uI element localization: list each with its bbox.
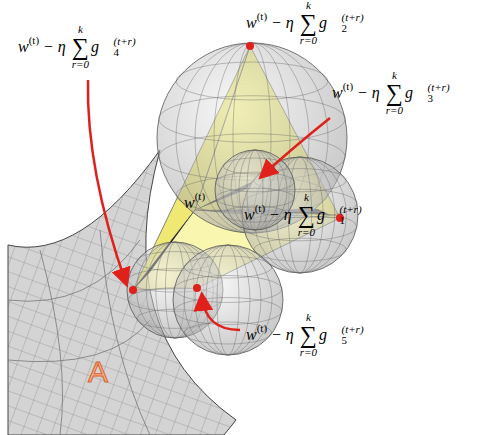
mesh-line xyxy=(206,245,250,355)
minus-eta: − η xyxy=(271,14,294,32)
sum-group: k∑r=0 xyxy=(386,70,403,116)
mesh-line xyxy=(216,172,294,192)
gradient-indices: (t+r)3 xyxy=(427,82,449,104)
leader-arrows xyxy=(88,80,330,330)
superscript: (t) xyxy=(29,34,39,46)
sphere xyxy=(215,150,295,230)
formula: w(t) − η k∑r=0g⃗(t+r)5 xyxy=(246,312,366,358)
minus-eta: − η xyxy=(357,84,380,102)
gradient-indices: (t+r)2 xyxy=(341,12,363,34)
sum-lower: r=0 xyxy=(386,105,403,116)
superscript: (t+r) xyxy=(341,324,363,335)
subscript: 5 xyxy=(341,335,347,346)
minus-eta: − η xyxy=(271,326,294,344)
superscript: (t+r) xyxy=(339,204,361,215)
formula: w(t) − η k∑r=0g⃗(t+r)4 xyxy=(18,24,138,70)
mesh-line xyxy=(184,256,272,278)
mesh-line xyxy=(176,62,328,100)
superscript: (t) xyxy=(257,322,267,334)
sum-sign: ∑ xyxy=(72,35,89,59)
sum-upper: k xyxy=(306,0,311,11)
mesh-line xyxy=(217,245,239,355)
mesh-line xyxy=(239,150,271,230)
superscript: (t+r) xyxy=(427,82,449,93)
sum-lower: r=0 xyxy=(300,347,317,358)
weight-symbol: w xyxy=(184,194,195,212)
spheres xyxy=(127,43,358,355)
superscript: (t) xyxy=(343,80,353,92)
weight-symbol: w xyxy=(246,326,257,344)
gradient-symbol: g⃗ xyxy=(319,14,339,32)
gradient-symbol: g⃗ xyxy=(405,84,425,102)
sum-group: k∑r=0 xyxy=(300,0,317,46)
subscript: 1 xyxy=(339,215,345,226)
sum-sign: ∑ xyxy=(386,81,403,105)
mesh-line xyxy=(174,298,282,325)
sum-sign: ∑ xyxy=(298,203,315,227)
weight-symbol: w xyxy=(244,206,255,224)
formula: w(t) − η k∑r=0g⃗(t+r)2 xyxy=(246,0,366,46)
sum-upper: k xyxy=(306,312,311,323)
superscript: (t) xyxy=(195,190,205,202)
sum-group: k∑r=0 xyxy=(300,312,317,358)
mesh-line xyxy=(254,238,347,261)
sum-group: k∑r=0 xyxy=(72,24,89,70)
gradient-indices: (t+r)4 xyxy=(113,36,135,58)
sum-sign: ∑ xyxy=(300,323,317,347)
sum-lower: r=0 xyxy=(298,227,315,238)
gradient-indices: (t+r)1 xyxy=(339,204,361,226)
formula: w(t) xyxy=(184,194,205,212)
sum-group: k∑r=0 xyxy=(298,192,315,238)
weight-symbol: w xyxy=(18,38,29,56)
sum-lower: r=0 xyxy=(300,35,317,46)
subscript: 4 xyxy=(113,47,119,58)
sum-sign: ∑ xyxy=(300,11,317,35)
weight-symbol: w xyxy=(246,14,257,32)
minus-eta: − η xyxy=(43,38,66,56)
subscript: 2 xyxy=(341,23,347,34)
sphere xyxy=(173,245,283,355)
formula: w(t) − η k∑r=0g⃗(t+r)1 xyxy=(244,192,364,238)
minus-eta: − η xyxy=(269,206,292,224)
gradient-symbol: g⃗ xyxy=(319,326,339,344)
sum-lower: r=0 xyxy=(72,59,89,70)
weight-symbol: w xyxy=(332,84,343,102)
mesh-line xyxy=(195,245,261,355)
superscript: (t+r) xyxy=(341,12,363,23)
mesh-line xyxy=(159,96,345,143)
sum-upper: k xyxy=(78,24,83,35)
sum-upper: k xyxy=(304,192,309,203)
sum-upper: k xyxy=(392,70,397,81)
mesh-line xyxy=(184,322,272,344)
subscript: 3 xyxy=(427,93,433,104)
red-dots xyxy=(129,42,344,294)
gradient-symbol: g⃗ xyxy=(317,206,337,224)
superscript: (t) xyxy=(255,202,265,214)
gradient-symbol: g⃗ xyxy=(91,38,111,56)
region-label: A xyxy=(88,355,108,389)
superscript: (t) xyxy=(257,10,267,22)
superscript: (t+r) xyxy=(113,36,135,47)
mesh-line xyxy=(195,43,309,233)
gradient-indices: (t+r)5 xyxy=(341,324,363,346)
formula: w(t) − η k∑r=0g⃗(t+r)3 xyxy=(332,70,452,116)
mesh-line xyxy=(174,276,282,303)
mesh-line xyxy=(184,245,272,355)
